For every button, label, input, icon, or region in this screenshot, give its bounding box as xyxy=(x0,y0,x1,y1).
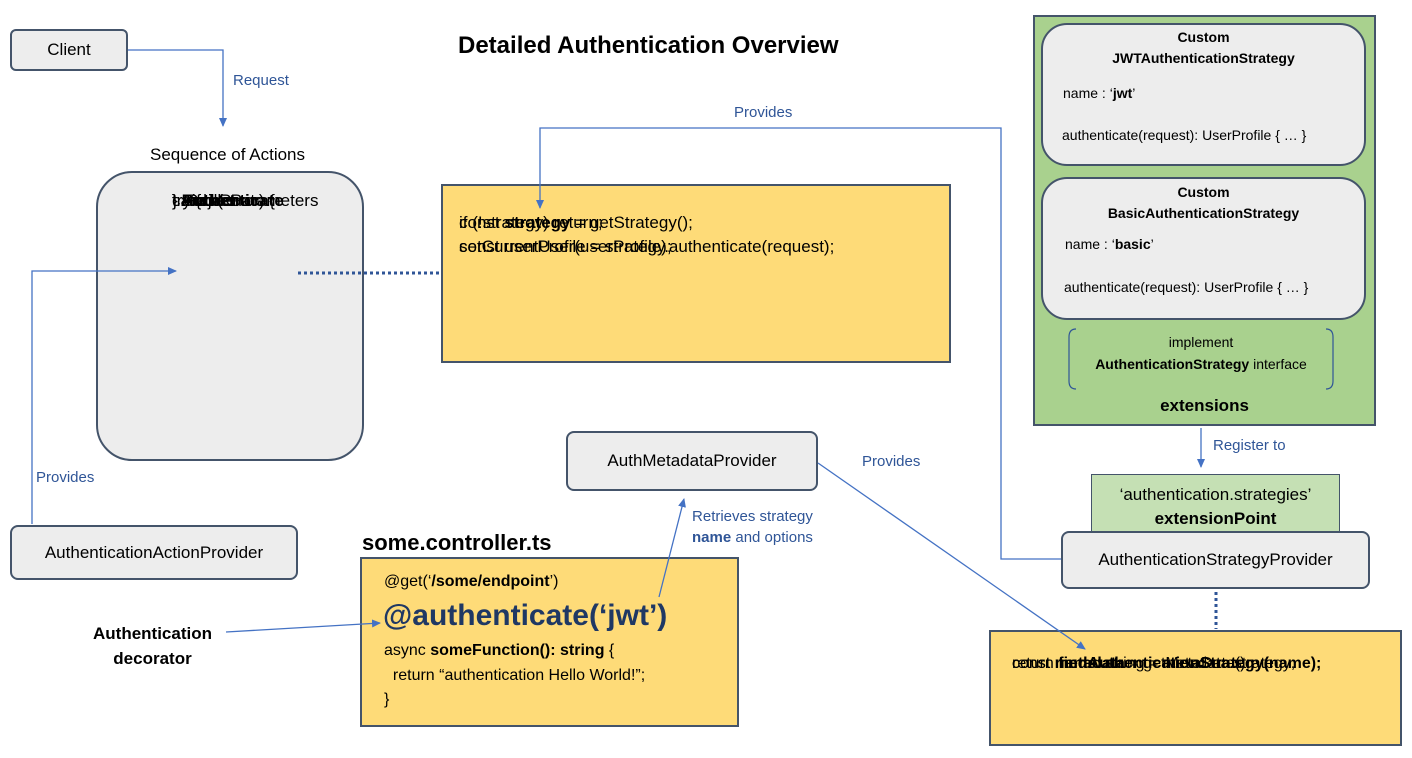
provides-left-label: Provides xyxy=(36,469,95,486)
register-to-label: Register to xyxy=(1213,437,1286,454)
code-text: const xyxy=(1012,655,1055,672)
sequence-line: Parse Parameters xyxy=(172,191,319,210)
controller-close-line: } xyxy=(384,691,390,708)
code-text: async xyxy=(384,642,431,659)
code-text: setCurrentUser(userProfile); xyxy=(459,237,672,256)
action-provider-box: AuthenticationActionProvider xyxy=(10,525,298,580)
implement-label: implement AuthenticationStrategy interfa… xyxy=(1068,331,1334,375)
code-text: name : ‘ xyxy=(1065,236,1115,252)
code-find-call: findAuthenticationStrategy(name); xyxy=(1058,655,1322,672)
sequence-line: Reject xyxy=(172,191,235,210)
code-text: name : ‘ xyxy=(1063,85,1113,101)
request-label: Request xyxy=(233,72,289,89)
basic-title-line2: BasicAuthenticationStrategy xyxy=(1107,205,1300,221)
code-function: someFunction(): string xyxy=(430,642,605,659)
code-text: @get(‘ xyxy=(384,573,432,590)
controller-code-box: @get(‘/some/endpoint’) @authenticate(‘jw… xyxy=(360,557,739,727)
client-label: Client xyxy=(47,40,91,59)
basic-method-line: authenticate(request): UserProfile { … } xyxy=(1064,279,1309,295)
code-name-var: name xyxy=(1054,655,1097,672)
extension-point-label: extensionPoint xyxy=(1154,509,1277,528)
basic-strategy-title: Custom BasicAuthenticationStrategy xyxy=(1043,182,1364,224)
sequence-line: catch (error) { xyxy=(172,191,275,210)
extension-point-box: ‘authentication.strategies’ extensionPoi… xyxy=(1091,474,1340,540)
basic-strategy-box: Custom BasicAuthenticationStrategy name … xyxy=(1041,177,1366,320)
code-text: if (!strategy) return; xyxy=(459,213,603,232)
sequence-line: try { xyxy=(172,191,202,210)
sequence-line: } xyxy=(172,191,178,210)
jwt-method-line: authenticate(request): UserProfile { … } xyxy=(1062,127,1307,143)
sequence-box xyxy=(96,171,364,461)
implement-line1: implement xyxy=(1168,334,1234,350)
sequence-line: Send xyxy=(172,191,222,210)
auth-decorator-line2: decorator xyxy=(113,649,192,668)
strategy-provider-box: AuthenticationStrategyProvider xyxy=(1061,531,1370,589)
code-text: const xyxy=(459,213,505,232)
provides-top-label: Provides xyxy=(734,104,793,121)
implement-line2: interface xyxy=(1249,356,1307,372)
provides-mid-label: Provides xyxy=(862,453,921,470)
extension-point-name: ‘authentication.strategies’ xyxy=(1119,485,1312,504)
code-text: ’ xyxy=(1132,85,1136,101)
code-text: const xyxy=(1012,655,1055,672)
auth-decorator-line1: Authentication xyxy=(93,624,212,643)
find-strategy-code-box: const metadata = getMetaData(); const na… xyxy=(989,630,1402,746)
controller-async-line: async someFunction(): string { xyxy=(384,642,614,660)
code-text: : string = metadata.strategy; xyxy=(1096,655,1296,672)
jwt-name-value: jwt xyxy=(1112,85,1133,101)
auth-decorator-label: Authentication decorator xyxy=(70,621,235,671)
retrieves-line1: Retrieves strategy xyxy=(692,508,813,525)
code-text: ’ xyxy=(1150,236,1154,252)
diagram-title: Detailed Authentication Overview xyxy=(458,32,839,59)
basic-name-line: name : ‘basic’ xyxy=(1065,236,1154,252)
sequence-line: Invoke xyxy=(172,191,232,210)
code-text: { xyxy=(604,642,615,659)
controller-get-line: @get(‘/some/endpoint’) xyxy=(384,573,559,591)
jwt-name-line: name : ‘jwt’ xyxy=(1063,85,1135,101)
metadata-provider-arrow xyxy=(817,462,1086,650)
client-box: Client xyxy=(10,29,128,71)
implement-interface: AuthenticationStrategy xyxy=(1095,356,1250,372)
action-provider-label: AuthenticationActionProvider xyxy=(44,542,264,562)
basic-title-line1: Custom xyxy=(1177,184,1230,200)
basic-name-value: basic xyxy=(1114,236,1151,252)
sequence-line: Find Route xyxy=(172,191,265,210)
code-text: ’) xyxy=(549,573,559,590)
extensions-label: extensions xyxy=(1160,396,1249,415)
metadata-provider-box: AuthMetadataProvider xyxy=(566,431,818,491)
retrieves-line2: and options xyxy=(731,529,813,546)
metadata-provider-label: AuthMetadataProvider xyxy=(607,451,777,470)
client-request-arrow xyxy=(128,49,227,127)
jwt-strategy-title: Custom JWTAuthenticationStrategy xyxy=(1043,27,1364,69)
code-metadata-var: metadata xyxy=(1054,655,1125,672)
auth-decorator-arrow xyxy=(225,619,381,633)
sequence-line-authenticate: Authenticate xyxy=(172,191,284,210)
code-text: return xyxy=(1012,655,1059,672)
authenticate-decorator-code: @authenticate(‘jwt’) xyxy=(383,599,668,632)
controller-return-line: return “authentication Hello World!”; xyxy=(384,667,646,684)
jwt-strategy-box: Custom JWTAuthenticationStrategy name : … xyxy=(1041,23,1366,166)
retrieves-label: Retrieves strategy name and options xyxy=(692,506,813,548)
sequence-line: } xyxy=(172,191,178,210)
retrieves-name: name xyxy=(692,529,732,546)
sequence-heading: Sequence of Actions xyxy=(150,145,306,164)
jwt-title-line1: Custom xyxy=(1177,29,1230,45)
code-text: = getMetaData(); xyxy=(1124,655,1250,672)
strategy-provider-label: AuthenticationStrategyProvider xyxy=(1098,550,1333,569)
jwt-title-line2: JWTAuthenticationStrategy xyxy=(1112,50,1295,66)
strategy-code-box: const strategy = getStrategy(); if (!str… xyxy=(441,184,951,363)
code-endpoint: /some/endpoint xyxy=(431,573,550,590)
controller-filename: some.controller.ts xyxy=(362,530,552,555)
